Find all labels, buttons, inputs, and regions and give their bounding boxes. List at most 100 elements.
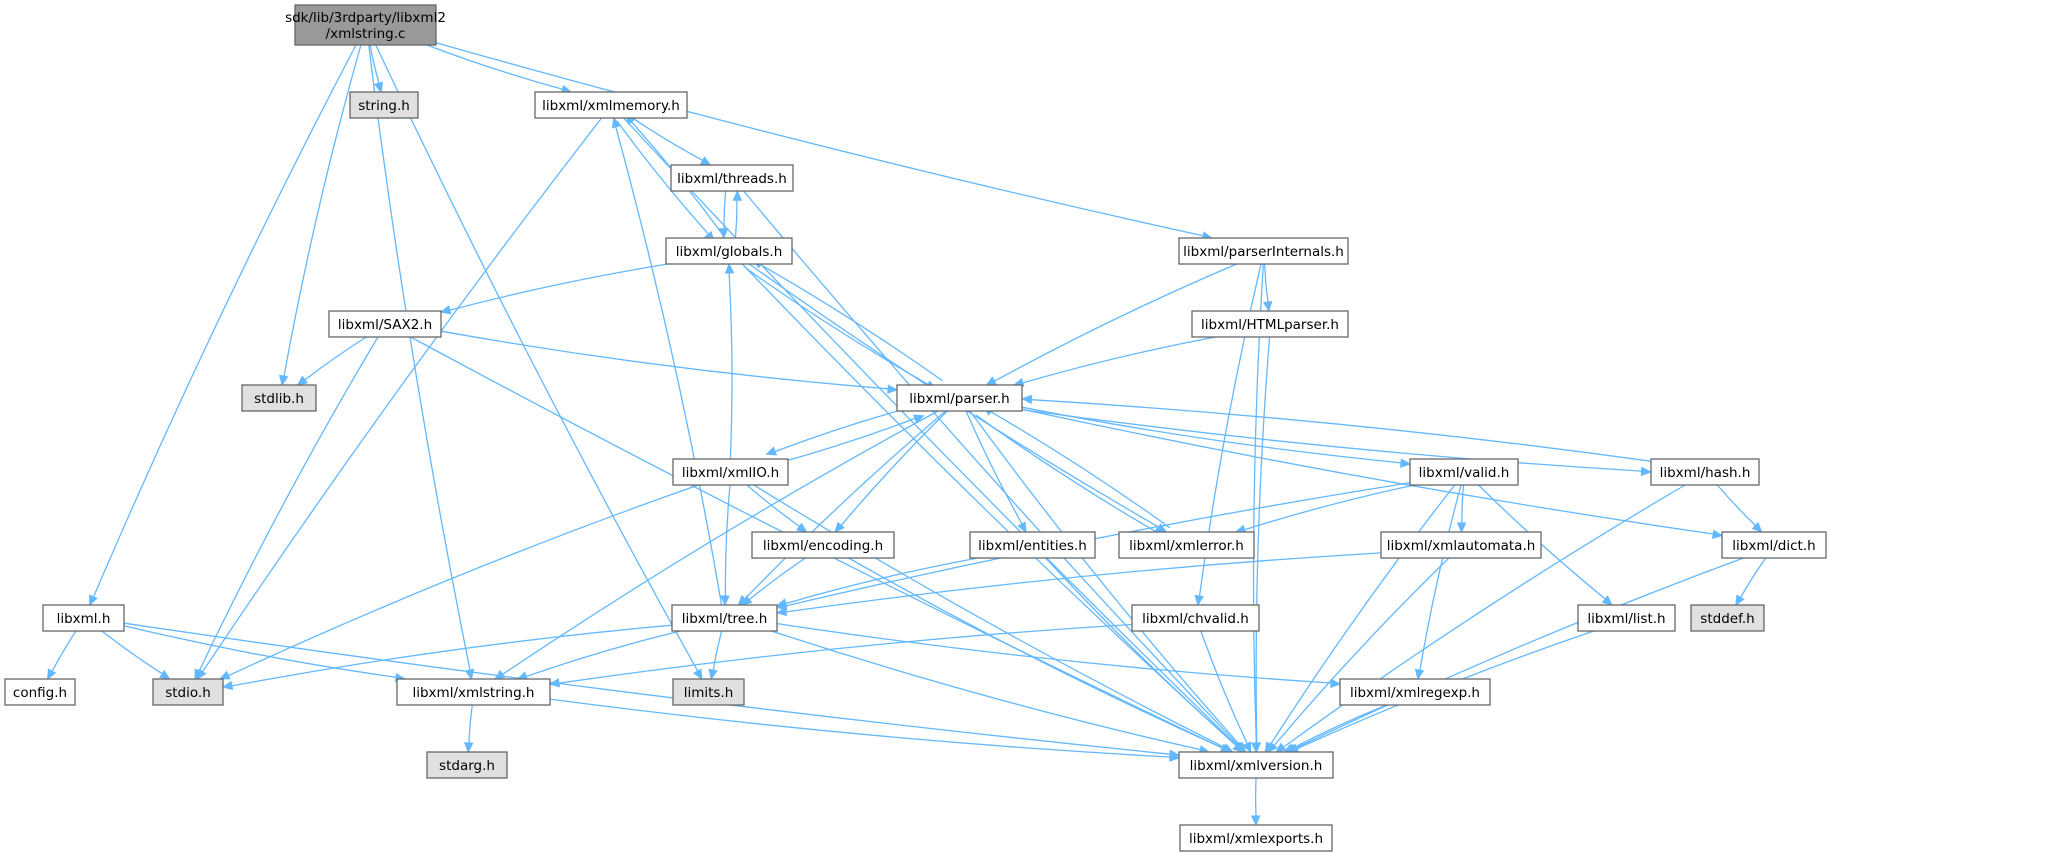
arrowhead: [1194, 594, 1204, 607]
node-label: stdio.h: [165, 685, 211, 701]
node-valid[interactable]: libxml/valid.h: [1409, 458, 1519, 486]
arrowhead: [1021, 394, 1033, 405]
node-label: /xmlstring.c: [326, 26, 406, 42]
edge-valid-to-xmlversion: [1264, 484, 1456, 754]
node-list[interactable]: libxml/list.h: [1577, 604, 1676, 632]
node-box: [1191, 310, 1349, 338]
node-label: libxml/threads.h: [677, 171, 787, 187]
edge-line: [304, 336, 367, 381]
edge-valid-to-xmlerror: [1234, 484, 1415, 534]
edge-line: [228, 484, 699, 677]
node-chvalid[interactable]: libxml/chvalid.h: [1131, 604, 1260, 632]
edge-line: [1716, 484, 1756, 526]
node-box: [396, 678, 551, 706]
edge-xmlstring-to-stdarg: [463, 704, 474, 754]
arrowhead: [1414, 668, 1425, 681]
node-label: libxml/HTMLparser.h: [1201, 317, 1339, 333]
node-xmlregexp[interactable]: libxml/xmlregexp.h: [1339, 678, 1491, 706]
node-label: libxml/parser.h: [909, 391, 1009, 407]
node-xmlmemory[interactable]: libxml/xmlmemory.h: [534, 91, 688, 119]
node-box: [1131, 604, 1260, 632]
node-encoding[interactable]: libxml/encoding.h: [751, 531, 895, 559]
node-label: stddef.h: [1700, 611, 1754, 627]
node-xmlio[interactable]: libxml/xmlIO.h: [672, 458, 789, 486]
arrowhead: [724, 262, 735, 274]
edge-xmlautomata-to-tree: [775, 552, 1382, 617]
node-globals[interactable]: libxml/globals.h: [665, 237, 793, 265]
node-box: [672, 678, 745, 706]
edge-line: [1740, 557, 1767, 598]
node-tree[interactable]: libxml/tree.h: [671, 604, 778, 632]
arrowhead: [159, 669, 171, 680]
edge-line: [369, 44, 380, 84]
node-xmlerror[interactable]: libxml/xmlerror.h: [1118, 531, 1255, 559]
edge-line: [744, 410, 947, 600]
node-threads[interactable]: libxml/threads.h: [670, 164, 794, 192]
node-label: libxml/dict.h: [1732, 538, 1815, 554]
edge-parser-to-dict: [1021, 408, 1724, 539]
edge-line: [774, 405, 915, 453]
node-hash[interactable]: libxml/hash.h: [1650, 458, 1760, 486]
edge-htmlparser-to-parser: [1012, 336, 1216, 388]
edge-xmlautomata-to-xmlversion: [1267, 557, 1450, 753]
arrowhead: [692, 668, 703, 681]
edge-encoding-to-xmlversion: [848, 557, 1232, 753]
node-config[interactable]: config.h: [4, 678, 76, 706]
node-xmlexports[interactable]: libxml/xmlexports.h: [1179, 824, 1333, 852]
arrowhead: [1242, 741, 1252, 754]
edge-line: [748, 557, 806, 601]
edge-line: [632, 117, 704, 161]
arrowhead: [708, 668, 718, 681]
edge-parser-to-globals: [751, 259, 943, 382]
node-box: [241, 384, 317, 412]
node-box: [1339, 678, 1491, 706]
edge-globals-to-sax2: [439, 263, 668, 315]
edge-line: [623, 117, 1238, 747]
edge-line: [1045, 557, 1237, 747]
arrowhead: [765, 446, 778, 456]
arrowhead: [1251, 742, 1262, 754]
arrowhead: [373, 81, 384, 94]
node-label: libxml/xmlregexp.h: [1350, 685, 1480, 701]
node-htmlparser[interactable]: libxml/HTMLparser.h: [1191, 310, 1349, 338]
node-box: [1721, 531, 1827, 559]
arrowhead: [718, 228, 729, 240]
node-dict[interactable]: libxml/dict.h: [1721, 531, 1827, 559]
edge-line: [965, 410, 1023, 525]
arrowhead: [296, 375, 309, 386]
node-box: [349, 91, 419, 119]
edges-layer: [47, 42, 1767, 827]
node-label: libxml/xmlversion.h: [1190, 758, 1323, 774]
edge-line: [1255, 336, 1271, 744]
arrowhead: [1017, 521, 1027, 534]
node-parserinternals[interactable]: libxml/parserInternals.h: [1178, 237, 1349, 265]
node-box: [671, 604, 778, 632]
edge-line: [1031, 399, 1652, 462]
edge-xmlio-to-encoding: [746, 484, 808, 533]
node-box: [328, 310, 442, 338]
edge-line: [558, 623, 1133, 684]
edge-line: [202, 117, 603, 673]
arrowhead: [439, 305, 452, 315]
node-label: libxml/parserInternals.h: [1183, 244, 1344, 260]
edge-line: [712, 630, 723, 671]
node-sax2[interactable]: libxml/SAX2.h: [328, 310, 442, 338]
node-root: sdk/lib/3rdparty/libxml2/xmlstring.c: [285, 4, 446, 46]
edge-line: [994, 263, 1237, 382]
edge-line: [51, 630, 77, 672]
node-box: [896, 384, 1023, 412]
node-label: libxml/xmlerror.h: [1129, 538, 1244, 554]
node-xmlstring[interactable]: libxml/xmlstring.h: [396, 678, 551, 706]
edge-line: [760, 264, 943, 382]
node-xmlautomata[interactable]: libxml/xmlautomata.h: [1380, 531, 1542, 559]
node-parser[interactable]: libxml/parser.h: [896, 384, 1023, 412]
node-label: libxml/encoding.h: [763, 538, 883, 554]
edge-hash-to-xmlversion: [1274, 484, 1686, 753]
node-label: libxml/chvalid.h: [1142, 611, 1249, 627]
edge-entities-to-tree: [775, 557, 978, 608]
node-libxml[interactable]: libxml.h: [42, 604, 125, 632]
node-entities[interactable]: libxml/entities.h: [969, 531, 1096, 559]
node-xmlversion[interactable]: libxml/xmlversion.h: [1178, 751, 1334, 779]
node-box: [1178, 237, 1349, 265]
node-label: libxml/globals.h: [676, 244, 783, 260]
